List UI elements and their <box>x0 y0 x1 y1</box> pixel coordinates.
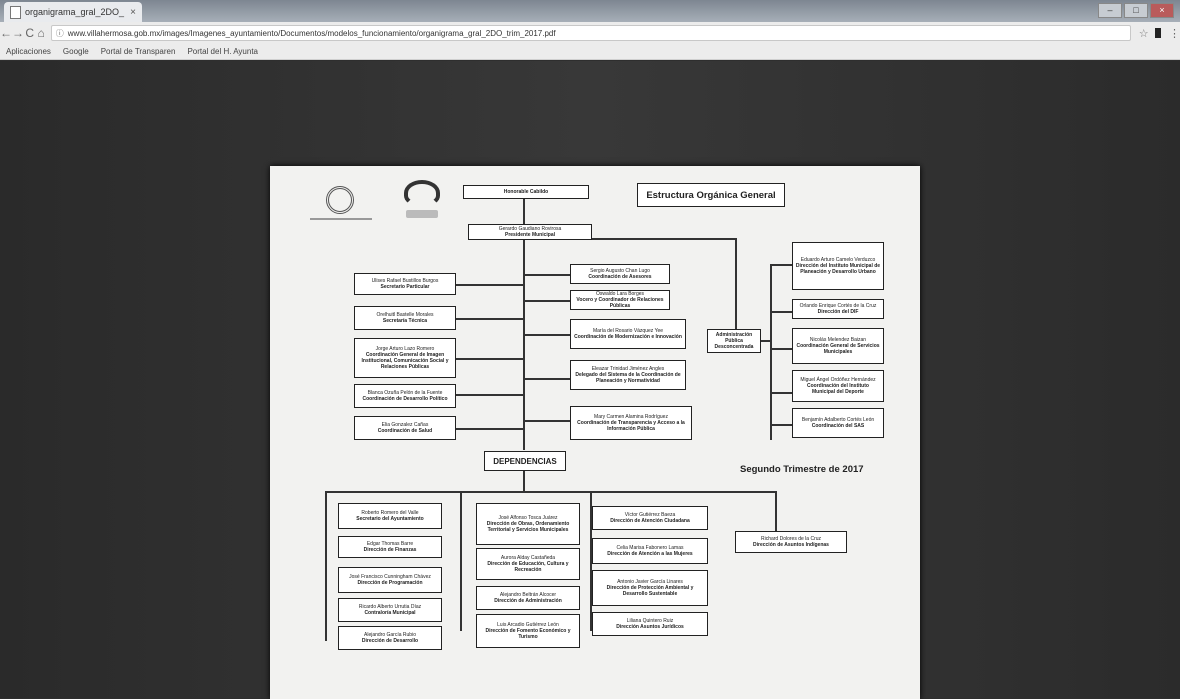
logo-caption <box>406 210 438 218</box>
bookmark-star-icon[interactable]: ☆ <box>1138 27 1149 40</box>
browser-tab[interactable]: organigrama_gral_2DO_ × <box>4 2 142 22</box>
bookmarks-bar: Aplicaciones Google Portal de Transparen… <box>0 44 1180 60</box>
dependencias-box: DEPENDENCIAS <box>484 451 566 471</box>
pdf-viewer[interactable]: Estructura Orgánica General Segundo Trim… <box>0 61 1180 699</box>
minimize-button[interactable]: – <box>1098 3 1122 18</box>
city-logo <box>404 180 440 206</box>
extension-icon[interactable] <box>1154 28 1161 38</box>
bookmark-portal-ayuntamiento[interactable]: Portal del H. Ayunta <box>187 47 258 56</box>
bookmark-portal-transparencia[interactable]: Portal de Transparen <box>100 47 176 56</box>
bookmark-apps[interactable]: Aplicaciones <box>6 47 51 56</box>
bookmark-google[interactable]: Google <box>62 47 89 56</box>
logo-caption <box>310 218 372 220</box>
maximize-button[interactable]: □ <box>1124 3 1148 18</box>
tab-close-icon[interactable]: × <box>130 6 136 18</box>
municipal-seal-logo <box>326 186 354 214</box>
quarter-label: Segundo Trimestre de 2017 <box>740 464 864 475</box>
url-field[interactable]: ⓘ www.villahermosa.gob.mx/images/Imagene… <box>50 25 1131 41</box>
back-button[interactable]: ← <box>0 26 12 40</box>
address-bar-row: ← → C ⌂ ⓘ www.villahermosa.gob.mx/images… <box>0 22 1180 44</box>
reload-button[interactable]: C <box>25 26 35 40</box>
browser-menu-icon[interactable]: ⋮ <box>1168 27 1180 40</box>
document-title: Estructura Orgánica General <box>637 183 785 207</box>
cabildo-box: Honorable Cabildo <box>463 185 589 199</box>
window-controls: – □ × <box>1098 3 1174 18</box>
tab-bar: organigrama_gral_2DO_ × – □ × <box>0 0 1180 22</box>
pdf-file-icon <box>10 5 21 19</box>
window-close-button[interactable]: × <box>1150 3 1174 18</box>
pdf-page: Estructura Orgánica General Segundo Trim… <box>270 166 920 699</box>
home-button[interactable]: ⌂ <box>37 26 45 40</box>
url-text: www.villahermosa.gob.mx/images/Imagenes_… <box>67 28 556 38</box>
info-icon[interactable]: ⓘ <box>55 28 64 38</box>
forward-button[interactable]: → <box>12 26 24 40</box>
tab-title: organigrama_gral_2DO_ <box>25 7 125 17</box>
